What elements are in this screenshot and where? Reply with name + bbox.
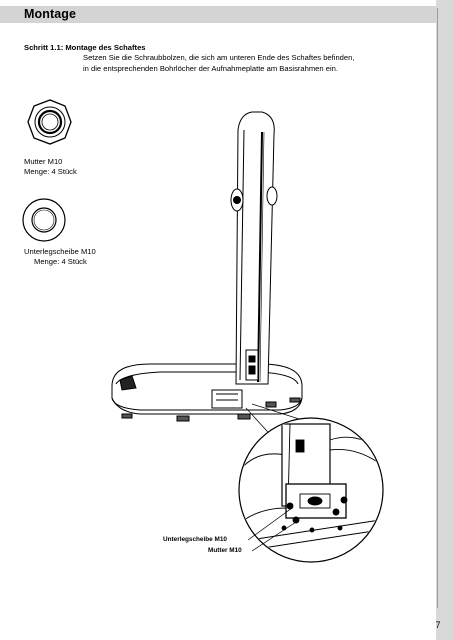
section-title: Montage [24,7,77,21]
washer-quantity: Menge: 4 Stück [34,257,87,266]
washer-name: Unterlegscheibe M10 [24,247,96,256]
base-frame-drawing [111,361,303,422]
detail-magnifier [238,417,384,563]
page-number: 7 [435,620,441,630]
nut-label: Mutter M10 Menge: 4 Stück [24,157,77,177]
washer-label: Unterlegscheibe M10 Menge: 4 Stück [24,247,96,267]
step-instruction-line: in die entsprechenden Bohrlöcher der Auf… [83,64,338,73]
nut-name: Mutter M10 [24,157,63,166]
callout-pointers [247,507,297,552]
washer-icon [22,198,66,242]
step-instruction-line: Setzen Sie die Schraubbolzen, die sich a… [83,53,355,62]
callout-nut: Mutter M10 [208,547,242,554]
page-edge-band [436,0,453,640]
column-shaft-drawing [211,111,278,409]
page-edge-rule [437,8,438,608]
hex-nut-icon [27,99,72,145]
step-heading: Schritt 1.1: Montage des Schaftes [24,43,146,52]
nut-quantity: Menge: 4 Stück [24,167,77,176]
step-instructions: Setzen Sie die Schraubbolzen, die sich a… [83,52,354,74]
callout-washer: Unterlegscheibe M10 [163,536,227,543]
section-header-band [0,6,436,23]
